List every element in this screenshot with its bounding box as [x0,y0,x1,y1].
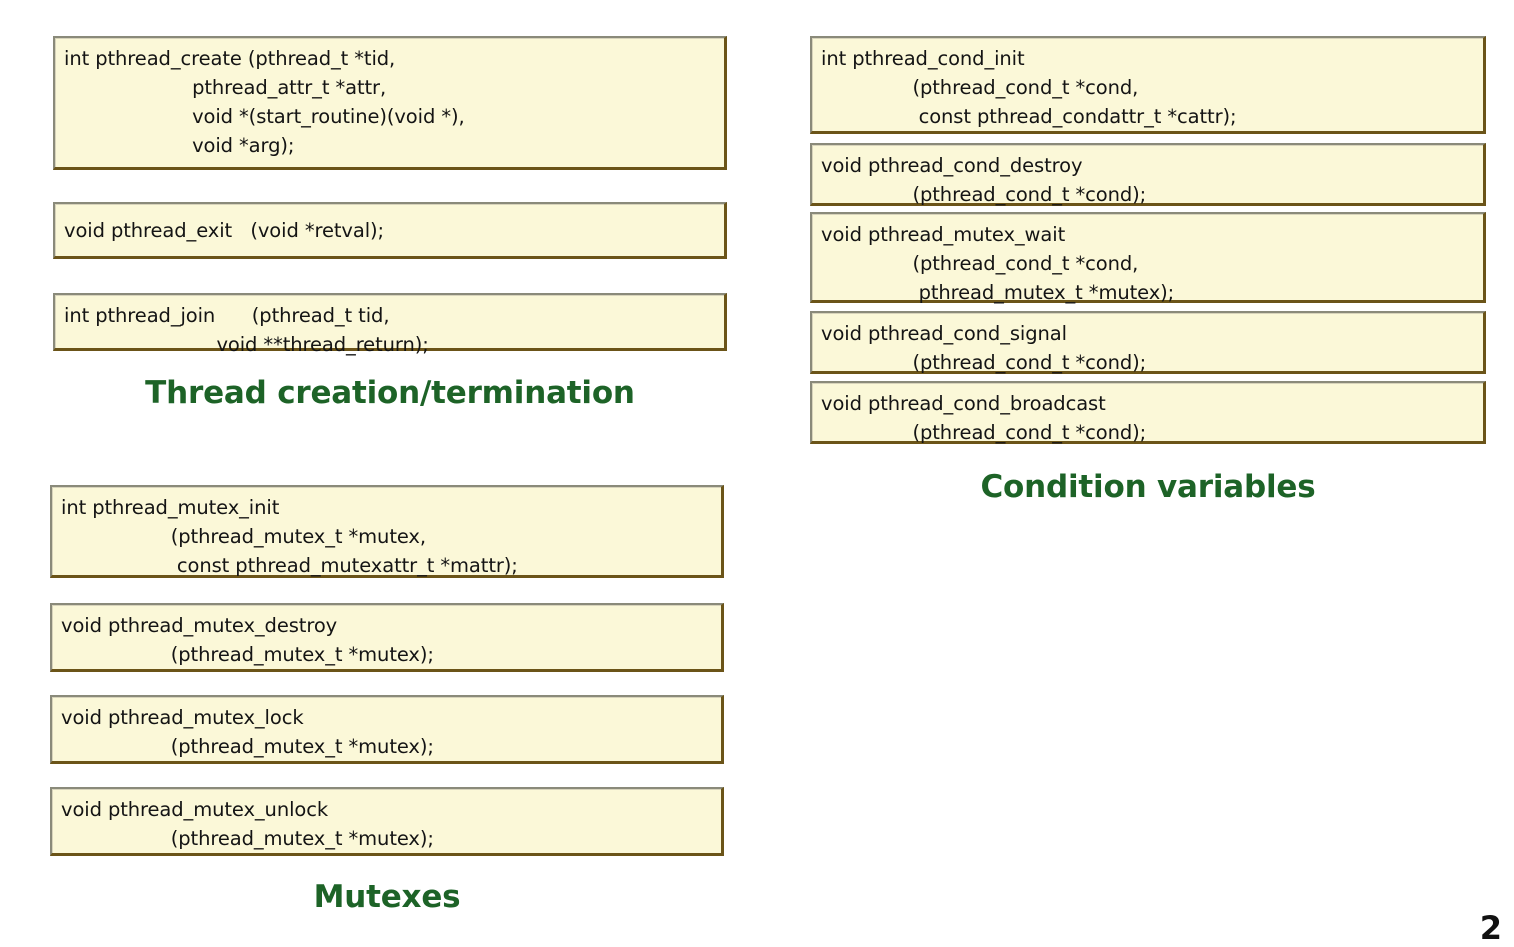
code-line: void pthread_mutex_destroy [61,614,338,637]
code-line: (pthread_cond_t *cond, [821,252,1139,275]
code-line: int pthread_join (pthread_t tid, [64,304,390,327]
code-line: void **thread_return); [64,333,429,356]
code-line: (pthread_cond_t *cond); [821,421,1147,444]
code-line: const pthread_mutexattr_t *mattr); [61,554,518,577]
code-line: (pthread_mutex_t *mutex, [61,525,426,548]
code-line: void pthread_cond_broadcast [821,392,1106,415]
code-line: pthread_attr_t *attr, [64,76,387,99]
caption-thread-creation-termination: Thread creation/termination [145,375,635,411]
code-line: (pthread_cond_t *cond, [821,76,1139,99]
code-line: void pthread_cond_destroy [821,154,1083,177]
code-line: void pthread_cond_signal [821,322,1067,345]
code-line: void pthread_mutex_unlock [61,798,329,821]
code-box-pthread-mutex-wait: void pthread_mutex_wait (pthread_cond_t … [810,212,1486,304]
code-line: (pthread_mutex_t *mutex); [61,827,434,850]
code-line: pthread_mutex_t *mutex); [821,281,1175,304]
code-line: void pthread_mutex_wait [821,223,1066,246]
page-number: 2 [1479,909,1502,947]
code-line: void *arg); [64,134,295,157]
code-box-pthread-cond-destroy: void pthread_cond_destroy (pthread_cond_… [810,143,1486,206]
caption-mutexes: Mutexes [313,879,461,915]
code-box-pthread-mutex-unlock: void pthread_mutex_unlock (pthread_mutex… [50,787,724,856]
code-line: (pthread_cond_t *cond); [821,351,1147,374]
code-box-pthread-mutex-destroy: void pthread_mutex_destroy (pthread_mute… [50,603,724,672]
code-line: int pthread_create (pthread_t *tid, [64,47,396,70]
code-box-pthread-mutex-lock: void pthread_mutex_lock (pthread_mutex_t… [50,695,724,764]
code-box-pthread-mutex-init: int pthread_mutex_init (pthread_mutex_t … [50,485,724,578]
code-line: void *(start_routine)(void *), [64,105,465,128]
code-line: const pthread_condattr_t *cattr); [821,105,1237,128]
code-line: int pthread_cond_init [821,47,1025,70]
code-box-pthread-join: int pthread_join (pthread_t tid, void **… [53,293,727,356]
code-box-pthread-cond-broadcast: void pthread_cond_broadcast (pthread_con… [810,381,1486,444]
code-line: void pthread_exit (void *retval); [64,219,385,242]
code-box-pthread-cond-signal: void pthread_cond_signal (pthread_cond_t… [810,311,1486,374]
code-box-pthread-exit: void pthread_exit (void *retval); [53,202,727,259]
code-line: (pthread_mutex_t *mutex); [61,735,434,758]
caption-condition-variables: Condition variables [980,469,1316,505]
code-line: (pthread_cond_t *cond); [821,183,1147,206]
code-line: int pthread_mutex_init [61,496,280,519]
code-box-pthread-create: int pthread_create (pthread_t *tid, pthr… [53,36,727,170]
code-box-pthread-cond-init: int pthread_cond_init (pthread_cond_t *c… [810,36,1486,134]
code-line: (pthread_mutex_t *mutex); [61,643,434,666]
code-line: void pthread_mutex_lock [61,706,304,729]
